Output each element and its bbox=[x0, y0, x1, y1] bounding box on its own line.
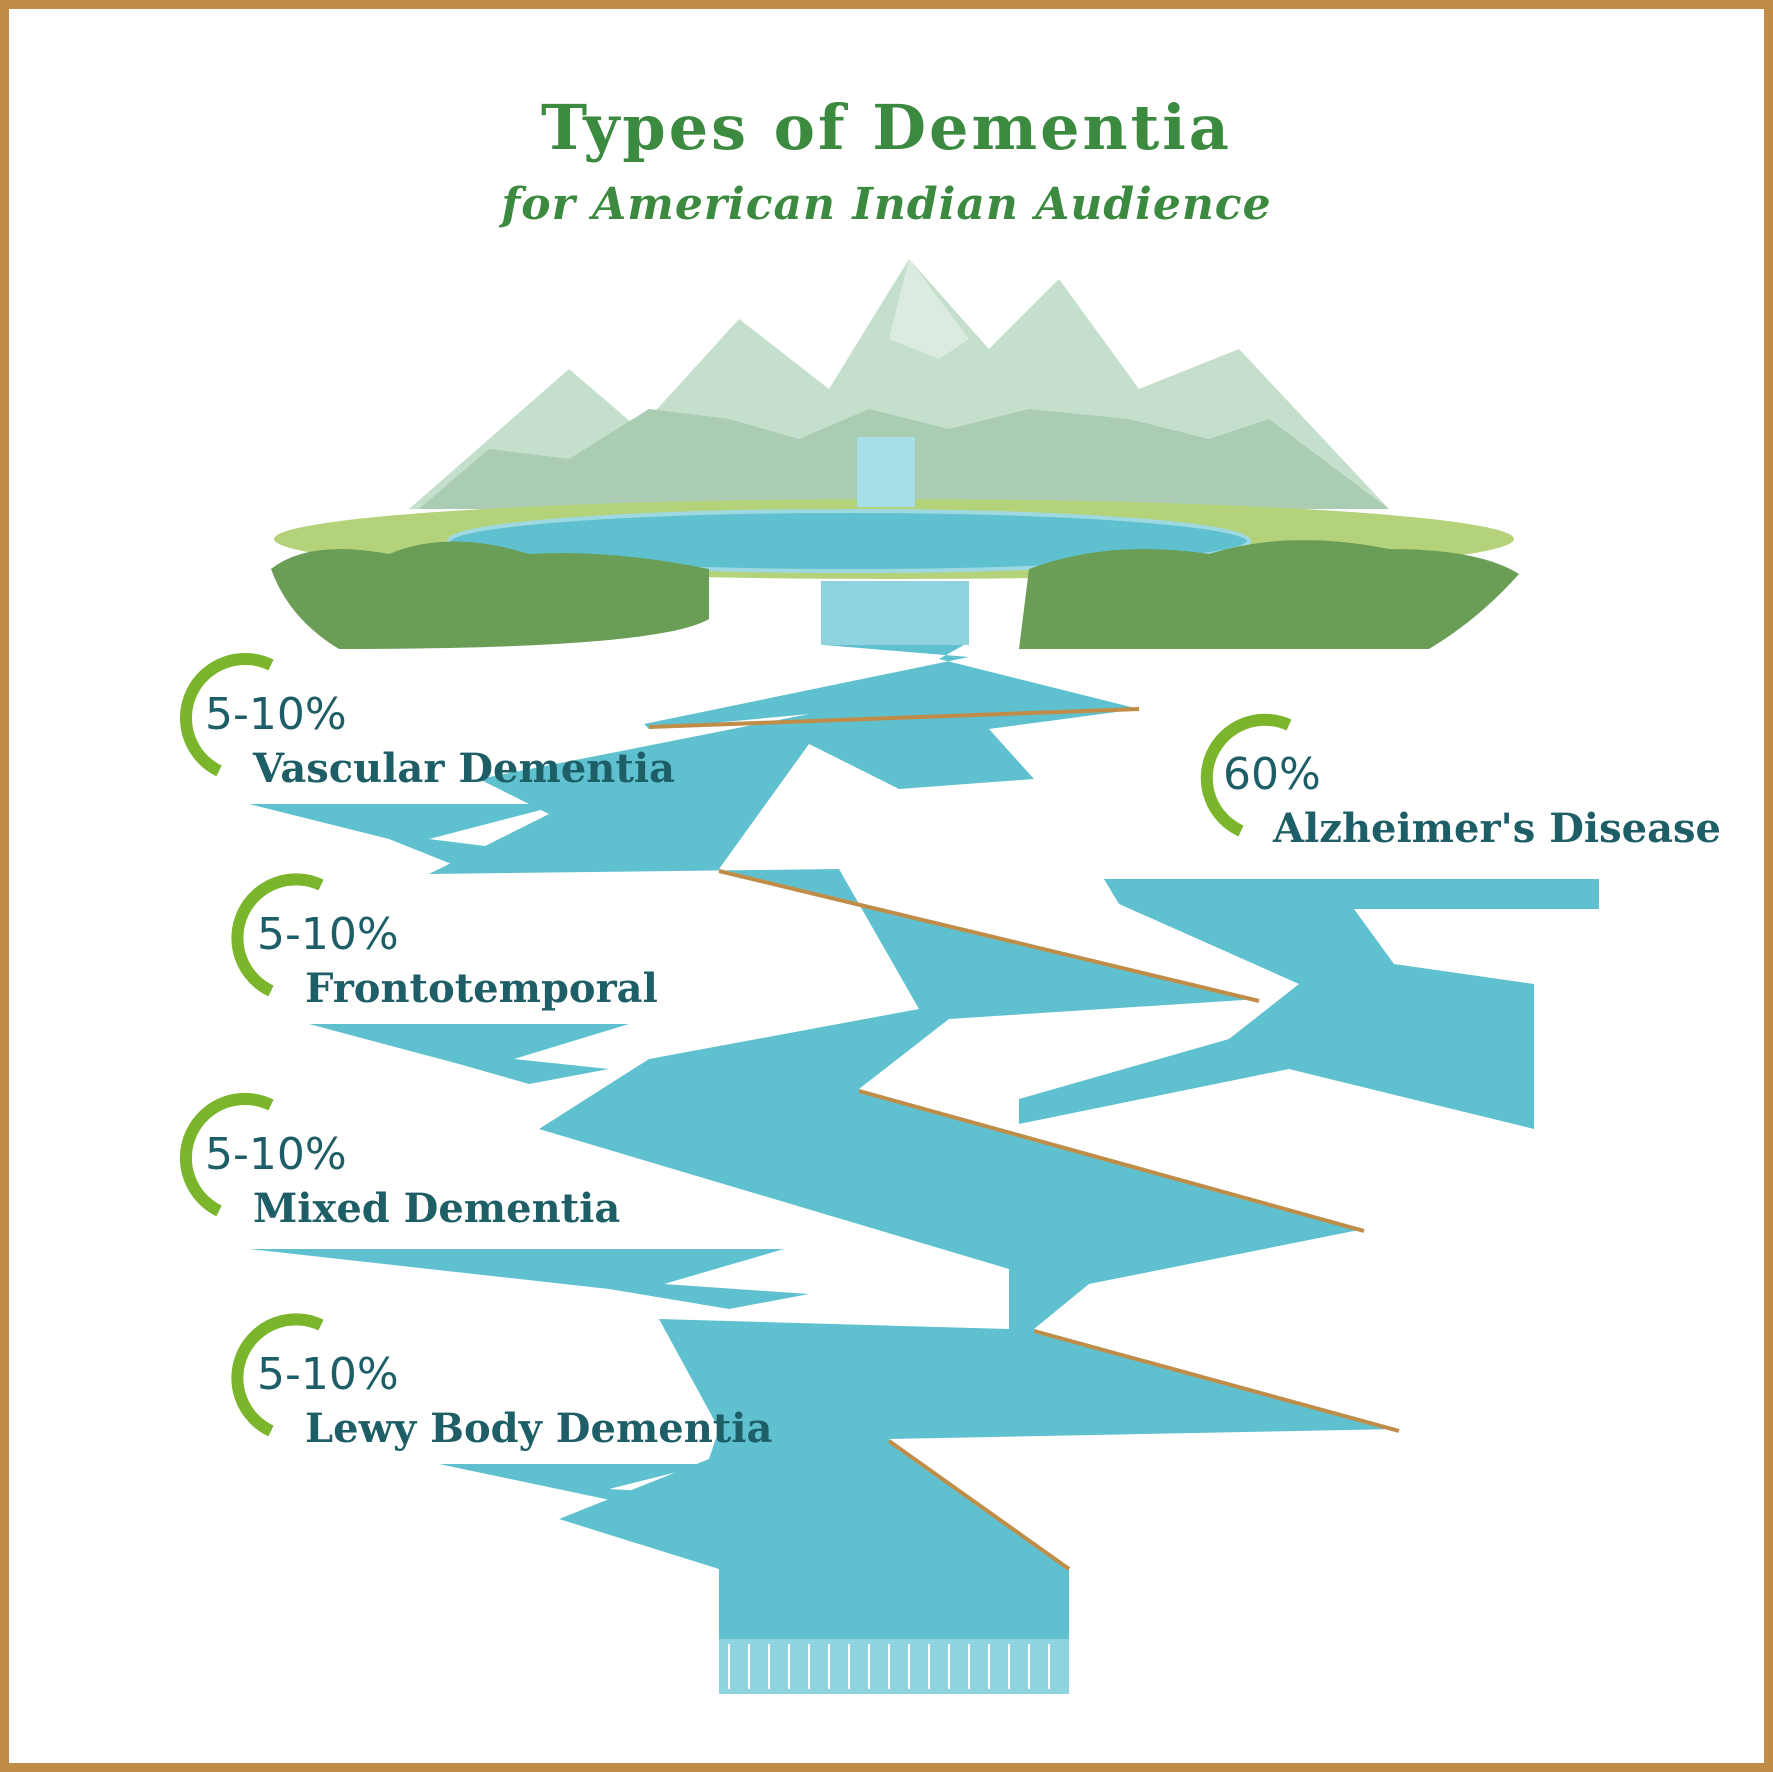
river bbox=[249, 645, 1599, 1694]
lewy-body-label: Lewy Body Dementia bbox=[305, 1405, 773, 1452]
riverbank-edges bbox=[648, 707, 1140, 729]
frontotemporal-label: Frontotemporal bbox=[305, 965, 658, 1012]
vascular-label: Vascular Dementia bbox=[253, 745, 675, 792]
top-waterfall bbox=[857, 437, 915, 507]
page-title: Types of Dementia bbox=[541, 91, 1232, 164]
mixed-label: Mixed Dementia bbox=[253, 1185, 621, 1232]
vascular-percent: 5-10% bbox=[205, 689, 347, 740]
page-subtitle: for American Indian Audience bbox=[501, 179, 1272, 230]
river-right-branch bbox=[1019, 879, 1599, 1129]
river-inflow-3 bbox=[249, 1249, 809, 1309]
bushes bbox=[271, 540, 1519, 649]
progress-ring-icon bbox=[231, 1313, 324, 1437]
river-main bbox=[429, 645, 1399, 1639]
alzheimers-label: Alzheimer's Disease bbox=[1273, 805, 1721, 852]
river-inflow-1 bbox=[249, 804, 564, 869]
progress-ring-icon bbox=[179, 1092, 274, 1217]
frontotemporal-percent: 5-10% bbox=[257, 909, 399, 960]
mid-waterfall bbox=[821, 581, 969, 645]
alzheimers-percent: 60% bbox=[1223, 749, 1321, 800]
progress-ring-icon bbox=[231, 873, 324, 997]
progress-ring-icon bbox=[179, 652, 274, 777]
lake bbox=[447, 509, 1251, 573]
mixed-percent: 5-10% bbox=[205, 1129, 347, 1180]
mountain-peak bbox=[889, 259, 969, 359]
river-inflow-4 bbox=[439, 1464, 709, 1504]
river-inflow-2 bbox=[309, 1024, 629, 1084]
landscape-illustration bbox=[179, 259, 1599, 1694]
progress-ring-icon bbox=[1200, 713, 1292, 837]
bottom-waterfall bbox=[719, 1639, 1069, 1694]
lewy-body-percent: 5-10% bbox=[257, 1349, 399, 1400]
